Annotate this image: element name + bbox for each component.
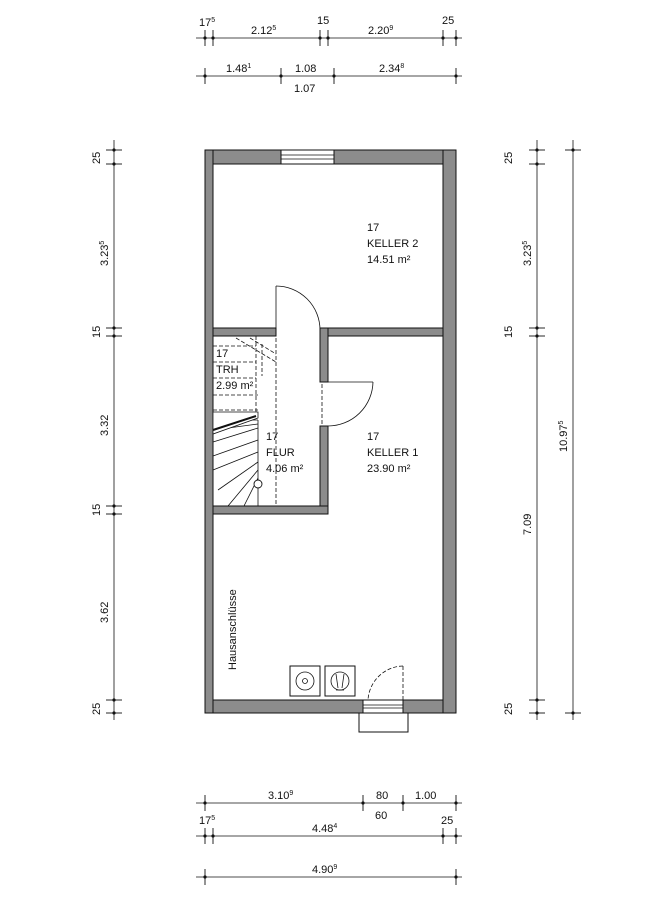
- dim-top1-3: 2.209: [368, 25, 393, 37]
- dim-bottom1-below: 60: [375, 810, 387, 822]
- utility-meters: [289, 665, 356, 697]
- dim-right-total: 10.975: [558, 420, 570, 452]
- dim-top1-2: 15: [317, 15, 329, 27]
- dim-bottom1-0: 3.109: [268, 790, 293, 802]
- bottom-dimension-chain-2: 175 4.484 25: [196, 815, 462, 844]
- flur-name: FLUR: [266, 447, 295, 459]
- dim-right-2: 15: [503, 326, 515, 338]
- room-label-trh: 17 TRH 2.99 m²: [216, 348, 254, 392]
- trh-area: 2.99 m²: [216, 380, 254, 392]
- light-well: [358, 712, 409, 733]
- dim-left-3: 3.32: [99, 415, 111, 436]
- stairs: [212, 336, 277, 507]
- keller1-level: 17: [367, 431, 379, 443]
- meter-box-1: [289, 665, 321, 697]
- dim-left-4: 15: [91, 504, 103, 516]
- top-dimension-chain-1: 175 2.125 15 2.209 25: [196, 15, 462, 46]
- right-dimension-chain-inner: 25 3.235 15 7.09 25: [503, 140, 545, 720]
- dim-top1-1: 2.125: [251, 25, 276, 37]
- walls: [204, 149, 457, 714]
- door-exterior: [367, 665, 404, 701]
- dim-right-0: 25: [503, 152, 515, 164]
- flur-level: 17: [266, 431, 278, 443]
- dim-top2-below: 1.07: [294, 83, 315, 95]
- dim-top2-2: 2.348: [379, 63, 404, 75]
- dim-left-6: 25: [91, 703, 103, 715]
- dim-right-3: 7.09: [522, 514, 534, 535]
- wall-west: [204, 149, 214, 714]
- wall-flur-east-upper: [319, 327, 329, 383]
- window-south: [358, 699, 409, 733]
- trh-level: 17: [216, 348, 228, 360]
- dim-bottom3: 4.909: [312, 864, 337, 876]
- keller1-name: KELLER 1: [367, 447, 418, 459]
- dim-right-4: 25: [503, 703, 515, 715]
- wall-south: [204, 699, 457, 714]
- top-dimension-chain-2: 1.481 1.08 2.348 1.07: [196, 63, 462, 95]
- meter-box-2: [324, 665, 356, 697]
- trh-name: TRH: [216, 364, 239, 376]
- bottom-dimension-chain-1: 3.109 80 1.00 60: [196, 790, 462, 822]
- dim-left-5: 3.62: [99, 602, 111, 623]
- wall-flur-east-lower: [319, 425, 329, 515]
- dim-bottom2-1: 4.484: [312, 823, 337, 835]
- keller1-area: 23.90 m²: [367, 463, 411, 475]
- door-keller2: [275, 285, 321, 506]
- wall-flur-south: [212, 505, 329, 515]
- dim-top2-0: 1.481: [226, 63, 251, 75]
- dim-left-2: 15: [91, 326, 103, 338]
- wall-inner-h-right: [319, 327, 444, 337]
- dim-top1-4: 25: [442, 15, 454, 27]
- keller2-level: 17: [367, 222, 379, 234]
- left-dimension-chain: 25 3.235 15 3.32 15 3.62 25: [91, 140, 122, 720]
- room-label-flur: 17 FLUR 4.06 m²: [266, 431, 304, 475]
- door-keller1: [321, 381, 374, 427]
- room-label-keller1: 17 KELLER 1 23.90 m²: [367, 431, 418, 475]
- wall-east: [442, 149, 457, 714]
- flur-area: 4.06 m²: [266, 463, 304, 475]
- bottom-dimension-chain-3: 4.909: [196, 864, 462, 885]
- dim-bottom1-2: 1.00: [415, 790, 436, 802]
- keller2-area: 14.51 m²: [367, 254, 411, 266]
- window-north: [280, 149, 335, 165]
- dim-bottom2-0: 175: [199, 815, 215, 827]
- dim-bottom1-1: 80: [376, 790, 388, 802]
- utility-connections-label: Hausanschlüsse: [227, 589, 239, 670]
- keller2-name: KELLER 2: [367, 238, 418, 250]
- dim-top1-0: 175: [199, 17, 215, 29]
- right-dimension-chain-outer: 10.975: [558, 140, 581, 720]
- wall-inner-h-left: [212, 327, 277, 337]
- dim-left-1: 3.235: [99, 241, 111, 266]
- dim-bottom2-2: 25: [441, 815, 453, 827]
- dim-right-1: 3.235: [522, 241, 534, 266]
- dim-left-0: 25: [91, 152, 103, 164]
- room-label-keller2: 17 KELLER 2 14.51 m²: [367, 222, 418, 266]
- dim-top2-1: 1.08: [295, 63, 316, 75]
